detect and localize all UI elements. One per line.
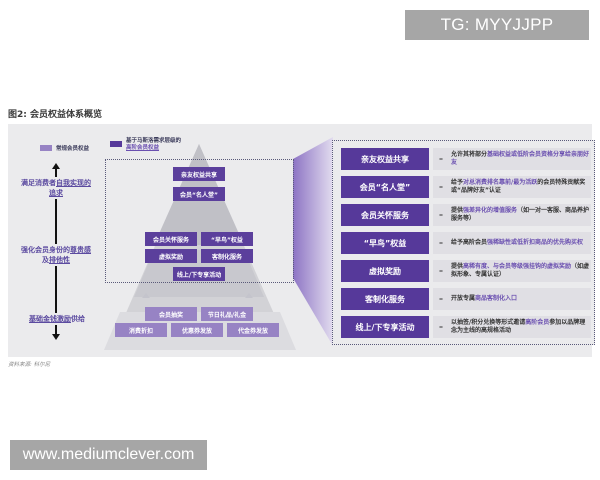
connector-shape bbox=[293, 137, 333, 346]
detail-desc: –提供高稀有度、与会员等级强挂钩的虚拟奖励（如虚拟形象、专属认证） bbox=[433, 260, 591, 282]
detail-desc: –允许其将部分基础权益或低阶会员资格分享给亲朋好友 bbox=[433, 148, 591, 170]
detail-row: 会员关怀服务 –提供强差异化的增值服务（如一对一客服、商品养护服务等） bbox=[341, 204, 591, 226]
axis-label-bottom: 基础金钱激励供给 bbox=[24, 313, 90, 325]
pyramid-item-friends-sharing: 亲友权益共享 bbox=[173, 167, 225, 181]
arrow-up-icon bbox=[52, 163, 60, 169]
desc-pre: 允许其将部分 bbox=[451, 151, 488, 158]
legend-advanced: 基于马斯洛需求层级的 高阶会员权益 bbox=[110, 138, 181, 152]
legend-regular-label: 常规会员权益 bbox=[56, 146, 90, 152]
desc-highlight: 强差异化的增值服务 bbox=[463, 207, 518, 214]
axis-label-top: 满足消费者自我实现的追求 bbox=[18, 177, 94, 199]
pyramid-item-early-bird: “早鸟”权益 bbox=[201, 232, 253, 246]
desc-pre: 提供 bbox=[451, 207, 464, 214]
desc-highlight: 基础权益或低阶会员资格分享给亲朋好友 bbox=[451, 151, 590, 166]
desc-highlight: 对总消费排名靠前/最为活跃 bbox=[463, 179, 538, 186]
detail-label: “早鸟”权益 bbox=[341, 232, 429, 254]
detail-row: 客制化服务 –开放专属商品客制化入口 bbox=[341, 288, 591, 310]
up-arrow-icon bbox=[142, 293, 150, 298]
detail-desc: –以抽签/积分兑换等形式邀请高阶会员参加以品牌理念为主线的高规格活动 bbox=[433, 316, 591, 338]
desc-highlight: 商品客制化入口 bbox=[475, 295, 518, 302]
detail-row: 虚拟奖励 –提供高稀有度、与会员等级强挂钩的虚拟奖励（如虚拟形象、专属认证） bbox=[341, 260, 591, 282]
pyramid-item-discount: 消费折扣 bbox=[115, 323, 167, 337]
pyramid-item-care-service: 会员关怀服务 bbox=[145, 232, 197, 246]
pyramid-item-lottery: 会员抽奖 bbox=[145, 307, 197, 321]
legend-swatch-light bbox=[40, 145, 52, 151]
desc-post: （如一对一客服、商品养护服务等） bbox=[451, 207, 590, 222]
legend-regular: 常规会员权益 bbox=[40, 144, 89, 152]
watermark-bottom: www.mediumclever.com bbox=[10, 440, 207, 470]
legend-advanced-suffix: 高阶会员权益 bbox=[126, 145, 160, 151]
desc-post: （如虚拟形象、专属认证） bbox=[451, 263, 590, 278]
detail-label: 客制化服务 bbox=[341, 288, 429, 310]
pyramid-item-customization: 客制化服务 bbox=[201, 249, 253, 263]
detail-row: 会员“名人堂” –给予对总消费排名靠前/最为活跃的会员特殊贡献奖或“品牌好友”认… bbox=[341, 176, 591, 198]
up-arrow-icon bbox=[245, 293, 253, 298]
detail-row: 线上/下专享活动 –以抽签/积分兑换等形式邀请高阶会员参加以品牌理念为主线的高规… bbox=[341, 316, 591, 338]
axis-label-mid-c: 及 bbox=[42, 256, 49, 264]
axis-label-top-b: 自我实现 bbox=[56, 179, 84, 187]
desc-pre: 开放专属 bbox=[451, 295, 476, 302]
desc-pre: 提供 bbox=[451, 263, 464, 270]
pyramid-item-virtual-reward: 虚拟奖励 bbox=[145, 249, 197, 263]
axis-label-bottom-a: 基础金钱激励 bbox=[29, 315, 71, 323]
pyramid-item-hall-of-fame: 会员“名人堂” bbox=[173, 187, 225, 201]
detail-label: 会员关怀服务 bbox=[341, 204, 429, 226]
legend-swatch-dark bbox=[110, 141, 122, 147]
desc-post: 参加以品牌理念为主线的高规格活动 bbox=[451, 319, 586, 334]
detail-label: 亲友权益共享 bbox=[341, 148, 429, 170]
axis-label-mid: 强化会员身份的尊贵感及排他性 bbox=[16, 244, 96, 266]
axis-label-top-a: 满足消费者 bbox=[21, 179, 56, 187]
axis-label-mid-a: 强化会员身份的 bbox=[21, 246, 70, 254]
arrow-down-icon bbox=[52, 334, 60, 340]
advanced-tier-frame bbox=[105, 159, 294, 283]
detail-row: “早鸟”权益 –给予高阶会员强稀缺性或低折扣商品的优先购买权 bbox=[341, 232, 591, 254]
axis-label-top-c: 的追求 bbox=[49, 179, 91, 197]
detail-label: 虚拟奖励 bbox=[341, 260, 429, 282]
detail-desc: –给予高阶会员强稀缺性或低折扣商品的优先购买权 bbox=[433, 232, 591, 254]
axis-label-mid-b: 尊贵感 bbox=[70, 246, 91, 254]
detail-label: 线上/下专享活动 bbox=[341, 316, 429, 338]
desc-post: 的会员特殊贡献奖或“品牌好友”认证 bbox=[451, 179, 586, 194]
detail-desc: –给予对总消费排名靠前/最为活跃的会员特殊贡献奖或“品牌好友”认证 bbox=[433, 176, 591, 198]
desc-pre: 给予 bbox=[451, 179, 464, 186]
legend-advanced-prefix: 基于马斯洛需求层级的 bbox=[126, 138, 182, 144]
detail-row: 亲友权益共享 –允许其将部分基础权益或低阶会员资格分享给亲朋好友 bbox=[341, 148, 591, 170]
source-note: 资料来源: 科尔尼 bbox=[8, 362, 51, 368]
figure-title: 图2: 会员权益体系概览 bbox=[8, 110, 102, 120]
desc-pre: 给予高阶会员 bbox=[451, 239, 488, 246]
axis-label-bottom-b: 供给 bbox=[71, 315, 85, 323]
detail-panel: 亲友权益共享 –允许其将部分基础权益或低阶会员资格分享给亲朋好友 会员“名人堂”… bbox=[332, 140, 595, 345]
desc-highlight: 强稀缺性或低折扣商品的优先购买权 bbox=[487, 239, 584, 246]
pyramid-item-exclusive-events: 线上/下专享活动 bbox=[173, 267, 225, 281]
detail-label: 会员“名人堂” bbox=[341, 176, 429, 198]
pyramid-item-coupon: 优惠券发放 bbox=[171, 323, 223, 337]
axis-label-mid-d: 排他性 bbox=[49, 256, 70, 264]
desc-pre: 以抽签/积分兑换等形式邀请 bbox=[451, 319, 526, 326]
desc-highlight: 高稀有度、与会员等级强挂钩的虚拟奖励 bbox=[463, 263, 572, 270]
detail-desc: –提供强差异化的增值服务（如一对一客服、商品养护服务等） bbox=[433, 204, 591, 226]
pyramid-item-voucher: 代金券发放 bbox=[227, 323, 279, 337]
detail-desc: –开放专属商品客制化入口 bbox=[433, 288, 591, 310]
pyramid-item-holiday-gift: 节日礼品/礼金 bbox=[201, 307, 253, 321]
watermark-top: TG: MYYJJPP bbox=[405, 10, 589, 40]
desc-highlight: 高阶会员 bbox=[525, 319, 550, 326]
